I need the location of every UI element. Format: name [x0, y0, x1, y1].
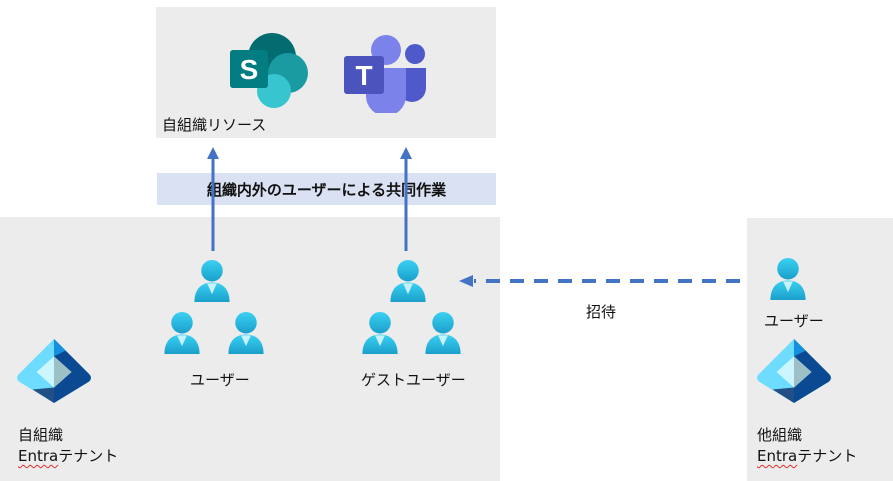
invite-label: 招待: [586, 303, 617, 321]
user-icon: [226, 311, 266, 354]
entra-word: Entra: [757, 447, 798, 465]
invite-dashed-arrow: [459, 275, 740, 287]
users-label: ユーザー: [190, 371, 250, 389]
teams-icon: T: [340, 33, 430, 116]
external-entra-id-icon: [755, 337, 833, 405]
other-tenant-panel: [747, 218, 893, 481]
tenant-word: テナント: [58, 447, 119, 465]
svg-text:S: S: [240, 54, 259, 85]
guest-user-icon: [360, 311, 400, 354]
sharepoint-icon: S: [228, 33, 312, 109]
collaboration-banner: 組織内外のユーザーによる共同作業: [157, 173, 496, 205]
guest-user-icon: [423, 311, 463, 354]
own-tenant-label-line1: 自組織: [18, 426, 64, 444]
entra-id-icon: [15, 337, 93, 405]
user-icon: [162, 311, 202, 354]
guest-user-icon: [388, 259, 428, 302]
tenant-word: テナント: [797, 447, 858, 465]
guest-users-label: ゲストユーザー: [361, 371, 466, 389]
own-resources-panel: [156, 7, 496, 138]
other-tenant-label-line2: Entraテナント: [757, 446, 857, 466]
other-tenant-label-line1: 他組織: [757, 426, 803, 444]
user-icon: [192, 259, 232, 302]
entra-word: Entra: [18, 447, 59, 465]
external-user-label: ユーザー: [764, 312, 824, 330]
svg-text:T: T: [355, 60, 372, 91]
external-user-icon: [768, 257, 808, 300]
own-resources-label: 自組織リソース: [162, 116, 267, 134]
own-tenant-label-line2: Entraテナント: [18, 446, 118, 466]
